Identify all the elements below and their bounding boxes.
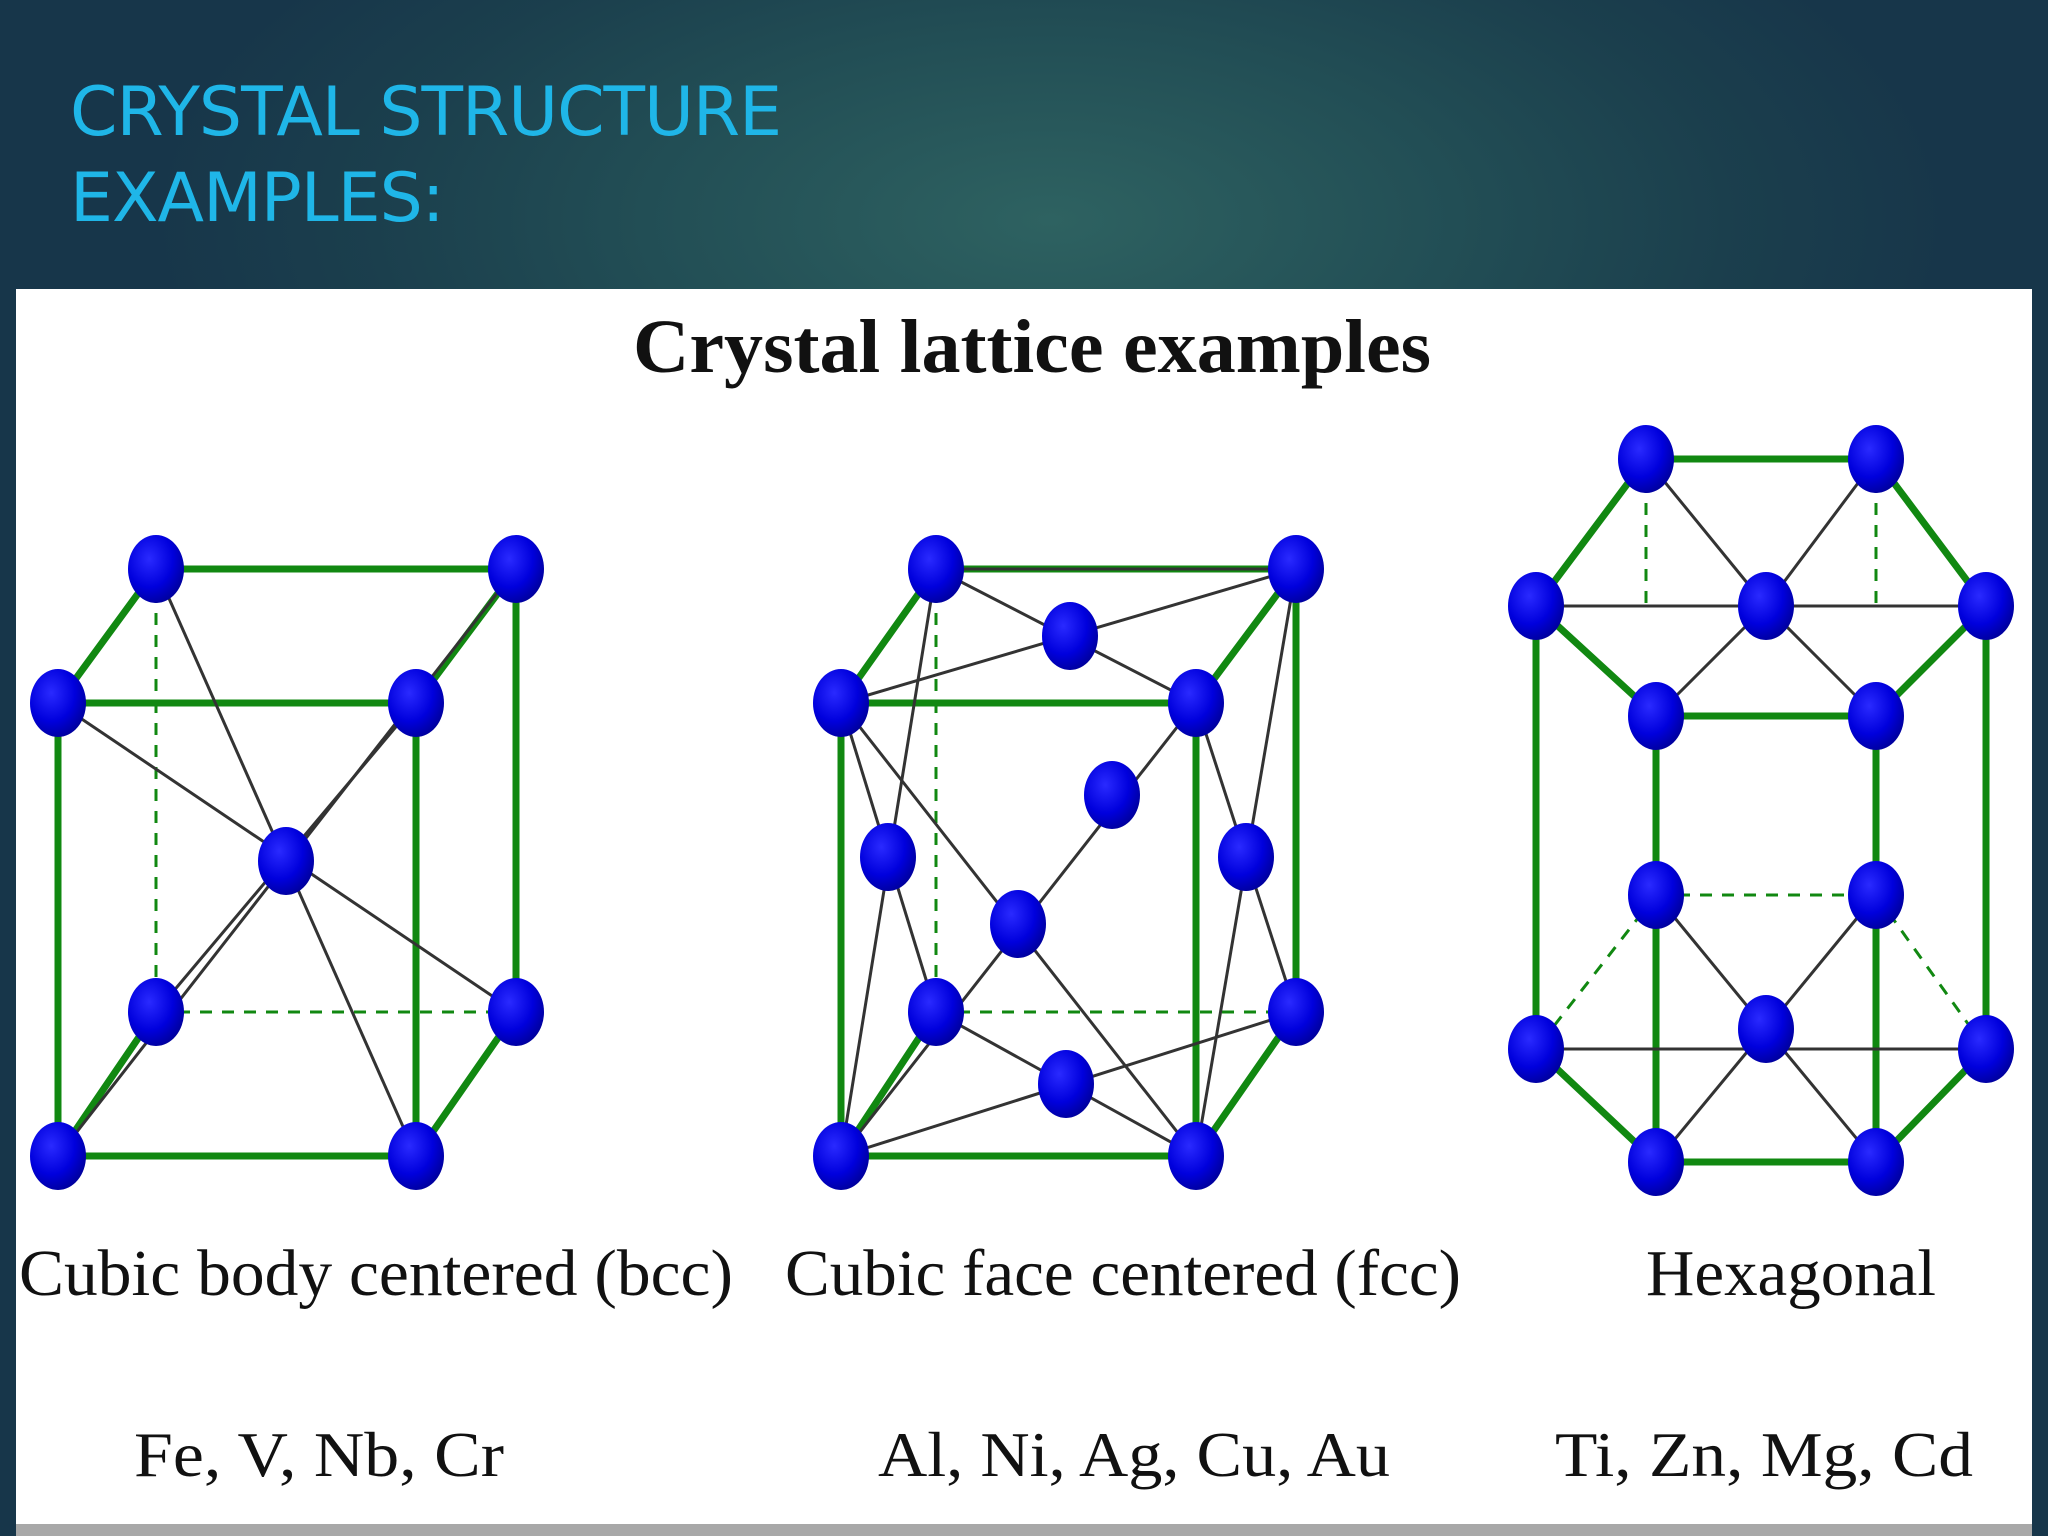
bcc-label: Cubic body centered (bcc)	[19, 1237, 733, 1310]
atom	[1508, 572, 1564, 640]
lattice-figure: Crystal lattice examples	[16, 289, 2032, 1524]
hex-hidden-edges	[1534, 459, 1988, 1050]
atom	[1848, 861, 1904, 929]
atom	[1848, 682, 1904, 750]
atom	[908, 535, 964, 603]
bcc-hidden-edges	[154, 569, 516, 1014]
figure-title: Crystal lattice examples	[633, 305, 1431, 389]
atom	[1848, 425, 1904, 493]
bcc-lattice	[30, 535, 544, 1190]
atom	[1628, 1128, 1684, 1196]
fcc-hidden-edges	[934, 569, 1296, 1014]
bcc-examples: Fe, V, Nb, Cr	[134, 1419, 504, 1490]
atom	[1508, 1015, 1564, 1083]
atom	[813, 1122, 869, 1190]
atom	[128, 978, 184, 1046]
atom	[1038, 1050, 1094, 1118]
fcc-lattice	[813, 535, 1324, 1190]
atom	[488, 978, 544, 1046]
atom	[388, 669, 444, 737]
atom	[30, 669, 86, 737]
hex-atoms	[1508, 425, 2014, 1196]
bcc-atoms	[30, 535, 544, 1190]
atom	[1268, 978, 1324, 1046]
fcc-label: Cubic face centered (fcc)	[785, 1237, 1461, 1310]
atom	[990, 890, 1046, 958]
atom	[1958, 1015, 2014, 1083]
hexagonal-label: Hexagonal	[1646, 1237, 1936, 1310]
atom	[388, 1122, 444, 1190]
atom	[1628, 861, 1684, 929]
atom	[1084, 761, 1140, 829]
atom	[908, 978, 964, 1046]
figure-bottom-border	[16, 1524, 2032, 1536]
atom	[1618, 425, 1674, 493]
slide-title: CRYSTAL STRUCTURE EXAMPLES:	[70, 73, 782, 238]
fcc-examples: Al, Ni, Ag, Cu, Au	[878, 1419, 1390, 1490]
atom	[1958, 572, 2014, 640]
fcc-atoms	[813, 535, 1324, 1190]
hexagonal-examples: Ti, Zn, Mg, Cd	[1555, 1419, 1973, 1490]
atom	[1168, 1122, 1224, 1190]
atom	[1218, 823, 1274, 891]
atom	[488, 535, 544, 603]
atom	[128, 535, 184, 603]
atom	[1738, 572, 1794, 640]
lattice-diagram: Crystal lattice examples	[19, 305, 2014, 1490]
atom	[860, 823, 916, 891]
atom	[1042, 602, 1098, 670]
atom	[1268, 535, 1324, 603]
atom	[258, 827, 314, 895]
atom	[1168, 669, 1224, 737]
atom	[813, 669, 869, 737]
hexagonal-lattice	[1508, 425, 2014, 1196]
atom	[1738, 995, 1794, 1063]
atom	[1628, 682, 1684, 750]
atom	[30, 1122, 86, 1190]
atom	[1848, 1128, 1904, 1196]
